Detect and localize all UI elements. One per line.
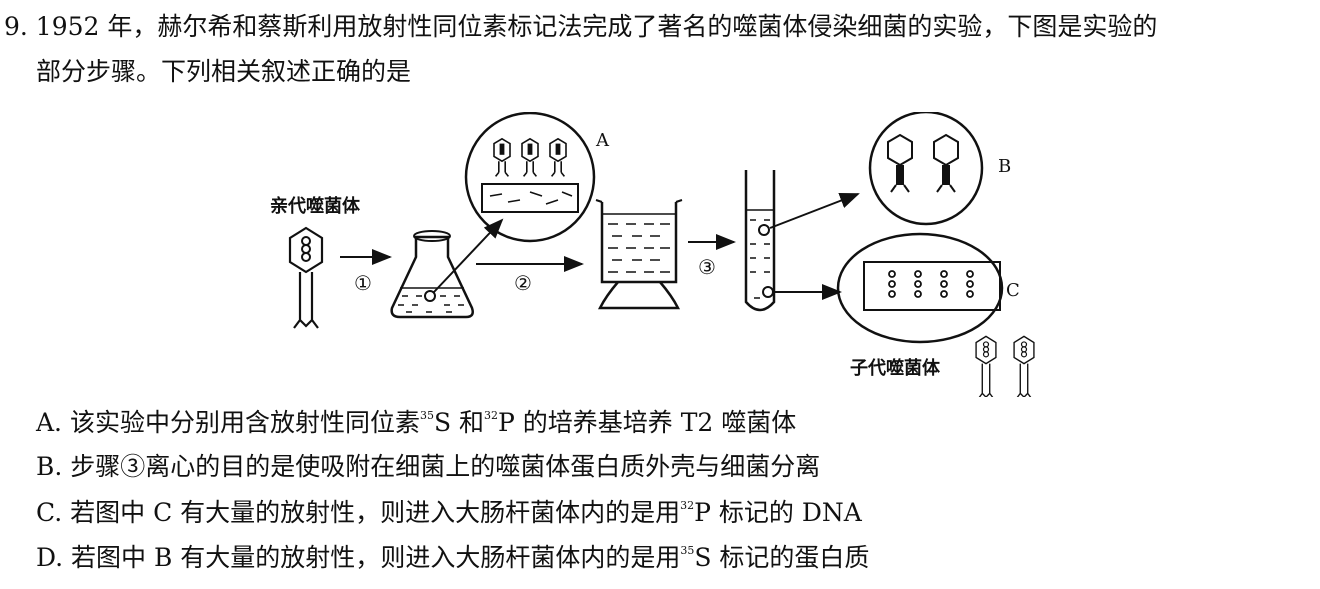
circle-C-label: C bbox=[1006, 280, 1020, 301]
culture-flask bbox=[390, 230, 474, 319]
step3-label: ③ bbox=[698, 255, 716, 279]
zoom-circle-A bbox=[464, 112, 596, 243]
arrow-to-B bbox=[769, 193, 860, 229]
option-B[interactable]: B. 步骤③离心的目的是使吸附在细菌上的噬菌体蛋白质外壳与细菌分离 bbox=[36, 452, 821, 481]
option-D[interactable]: D. 若图中 B 有大量的放射性，则进入大肠杆菌体内的是用35S 标记的蛋白质 bbox=[36, 543, 870, 572]
centrifuge-tube bbox=[744, 170, 776, 312]
parent-phage-icon bbox=[288, 226, 324, 330]
beaker bbox=[595, 199, 683, 310]
step2-label: ② bbox=[514, 271, 532, 295]
option-A[interactable]: A. 该实验中分别用含放射性同位素35S 和32P 的培养基培养 T2 噬菌体 bbox=[36, 408, 797, 437]
circle-B-label: B bbox=[998, 156, 1011, 177]
parent-phage-label: 亲代噬菌体 bbox=[270, 195, 361, 217]
option-C[interactable]: C. 若图中 C 有大量的放射性，则进入大肠杆菌体内的是用32P 标记的 DNA bbox=[36, 498, 862, 527]
offspring-phage-icon-1 bbox=[975, 335, 997, 397]
offspring-phage-label: 子代噬菌体 bbox=[850, 357, 941, 379]
question-stem-line2: 部分步骤。下列相关叙述正确的是 bbox=[36, 57, 412, 86]
zoom-circle-C bbox=[836, 232, 1004, 344]
step1-label: ① bbox=[354, 271, 372, 295]
question-stem-line1: 9. 1952 年，赫尔希和蔡斯利用放射性同位素标记法完成了著名的噬菌体侵染细菌… bbox=[4, 12, 1158, 41]
arrow-to-A bbox=[433, 218, 504, 293]
offspring-phage-icon-2 bbox=[1013, 335, 1035, 397]
zoom-circle-B bbox=[868, 112, 984, 226]
circle-A-label: A bbox=[595, 130, 610, 151]
experiment-figure: 亲代噬菌体 ① A ② bbox=[270, 112, 1035, 397]
